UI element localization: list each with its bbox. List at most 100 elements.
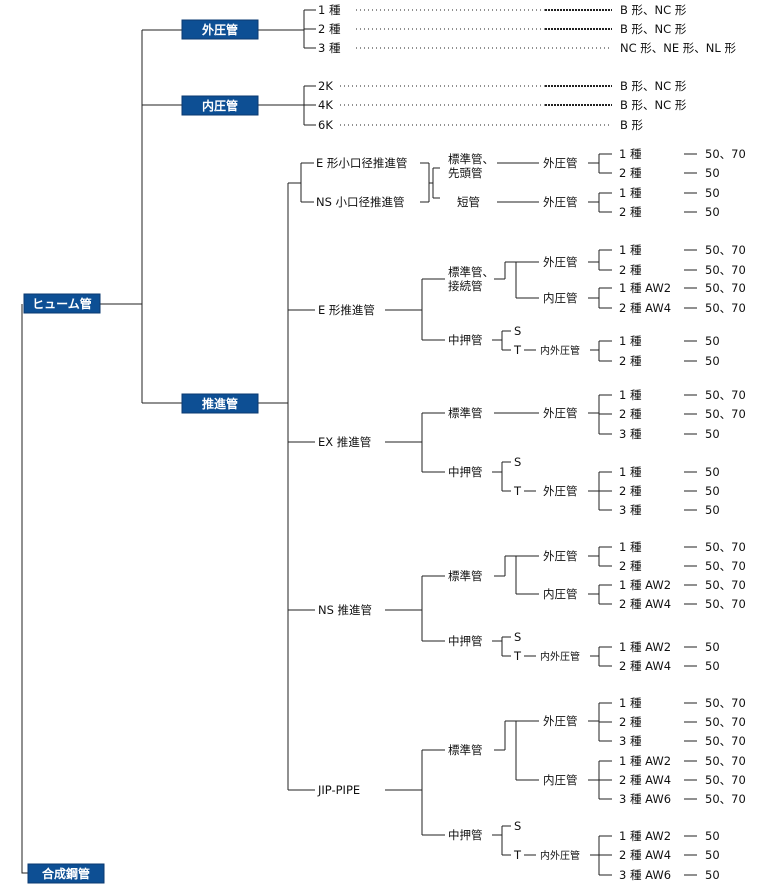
jip-std-label: 標準管 — [448, 743, 483, 757]
grade-name: 2 種 — [619, 166, 642, 180]
ns-t-label: T — [513, 649, 522, 663]
jip-outer-label: 外圧管 — [543, 714, 578, 728]
grade-name: 2 種 — [619, 559, 642, 573]
grade-value: 50 — [705, 354, 720, 368]
ex-outer-label: 外圧管 — [543, 406, 578, 420]
grade-value: 50 — [705, 868, 720, 882]
outer-row-types: NC 形、NE 形、NL 形 — [620, 41, 736, 55]
grade-name: 3 種 AW6 — [619, 792, 671, 806]
grade-name: 2 種 AW4 — [619, 659, 671, 673]
inner-row-types: B 形、NC 形 — [620, 98, 687, 112]
box-label-steel: 合成鋼管 — [42, 866, 90, 881]
grade-name: 3 種 AW6 — [619, 868, 671, 882]
e-outer-label: 外圧管 — [543, 255, 578, 269]
node-labels: 1 種 B 形、NC 形 2 種 B 形、NC 形 3 種 NC 形、NE 形、… — [316, 3, 746, 882]
grade-name: 1 種 — [619, 696, 642, 710]
jip-inner-label: 内圧管 — [543, 773, 578, 787]
grade-name: 2 種 AW4 — [619, 848, 671, 862]
grade-value: 50 — [705, 640, 720, 654]
grade-value: 50、70 — [705, 792, 746, 806]
box-jacking — [181, 393, 259, 414]
grade-name: 1 種 AW2 — [619, 640, 671, 654]
ns-jacking-label: NS 推進管 — [318, 603, 372, 617]
small-outer-label: 外圧管 — [543, 156, 578, 170]
jip-mid-label: 中押管 — [448, 828, 483, 842]
e-t-type-label: 内外圧管 — [540, 344, 580, 357]
grade-name: 3 種 — [619, 503, 642, 517]
grade-name: 2 種 AW4 — [619, 301, 671, 315]
grade-value: 50 — [705, 205, 720, 219]
grade-name: 1 種 AW2 — [619, 754, 671, 768]
grade-value: 50 — [705, 186, 720, 200]
dotted-leaders — [340, 9, 612, 126]
grade-value: 50 — [705, 848, 720, 862]
grade-name: 1 種 — [619, 540, 642, 554]
grade-name: 1 種 AW2 — [619, 829, 671, 843]
box-steel — [27, 863, 105, 884]
box-label-jacking: 推進管 — [202, 396, 238, 411]
e-t-label: T — [513, 343, 522, 357]
ns-std-label: 標準管 — [448, 569, 483, 583]
grade-name: 2 種 AW4 — [619, 597, 671, 611]
ex-t-type-label: 外圧管 — [543, 484, 578, 498]
grade-value: 50、70 — [705, 301, 746, 315]
grade-name: 3 種 — [619, 427, 642, 441]
grade-value: 50、70 — [705, 597, 746, 611]
e-s-label: S — [514, 324, 521, 338]
grade-value: 50、70 — [705, 263, 746, 277]
grade-value: 50、70 — [705, 147, 746, 161]
grade-name: 1 種 — [619, 465, 642, 479]
ex-mid-label: 中押管 — [448, 465, 483, 479]
grade-name: 3 種 — [619, 734, 642, 748]
grade-value: 50 — [705, 484, 720, 498]
e-std-label: 標準管、 — [448, 265, 494, 279]
grade-name: 1 種 — [619, 186, 642, 200]
grade-name: 2 種 — [619, 263, 642, 277]
grade-name: 2 種 AW4 — [619, 773, 671, 787]
ns-inner-label: 内圧管 — [543, 587, 578, 601]
inner-row-types: B 形 — [620, 118, 644, 132]
grade-value: 50、70 — [705, 734, 746, 748]
grade-value: 50 — [705, 166, 720, 180]
ex-s-label: S — [514, 455, 521, 469]
e-small-label: E 形小口径推進管 — [316, 156, 407, 170]
outer-row-types: B 形、NC 形 — [620, 3, 687, 17]
grade-value: 50、70 — [705, 388, 746, 402]
outer-row-name: 1 種 — [318, 3, 341, 17]
ns-t-type-label: 内外圧管 — [540, 650, 580, 663]
e-jacking-label: E 形推進管 — [318, 303, 375, 317]
grade-name: 1 種 — [619, 388, 642, 402]
grade-name: 2 種 — [619, 354, 642, 368]
small-short-label: 短管 — [457, 195, 480, 209]
outer-row-name: 3 種 — [318, 41, 341, 55]
grade-value: 50、70 — [705, 243, 746, 257]
ex-std-label: 標準管 — [448, 406, 483, 420]
ns-s-label: S — [514, 630, 521, 644]
grade-value: 50、70 — [705, 559, 746, 573]
grade-name: 1 種 AW2 — [619, 281, 671, 295]
box-label-hume: ヒューム管 — [32, 296, 92, 311]
grade-value: 50 — [705, 503, 720, 517]
grade-value: 50、70 — [705, 281, 746, 295]
jip-label: JIP-PIPE — [317, 783, 360, 797]
jip-t-label: T — [513, 848, 522, 862]
e-std-label-2: 接続管 — [448, 279, 483, 293]
e-inner-label: 内圧管 — [543, 291, 578, 305]
grade-name: 1 種 — [619, 147, 642, 161]
ns-small-label: NS 小口径推進管 — [316, 195, 405, 209]
grade-value: 50 — [705, 659, 720, 673]
inner-row-name: 2K — [318, 79, 333, 93]
ns-outer-label: 外圧管 — [543, 549, 578, 563]
grade-value: 50、70 — [705, 578, 746, 592]
grade-value: 50、70 — [705, 773, 746, 787]
small-outer-label: 外圧管 — [543, 195, 578, 209]
inner-row-types: B 形、NC 形 — [620, 79, 687, 93]
grade-value: 50 — [705, 334, 720, 348]
grade-name: 1 種 AW2 — [619, 578, 671, 592]
box-label-outer: 外圧管 — [202, 22, 238, 37]
grade-value: 50 — [705, 465, 720, 479]
inner-row-name: 6K — [318, 118, 333, 132]
jip-s-label: S — [514, 819, 521, 833]
jip-t-type-label: 内外圧管 — [540, 849, 580, 862]
